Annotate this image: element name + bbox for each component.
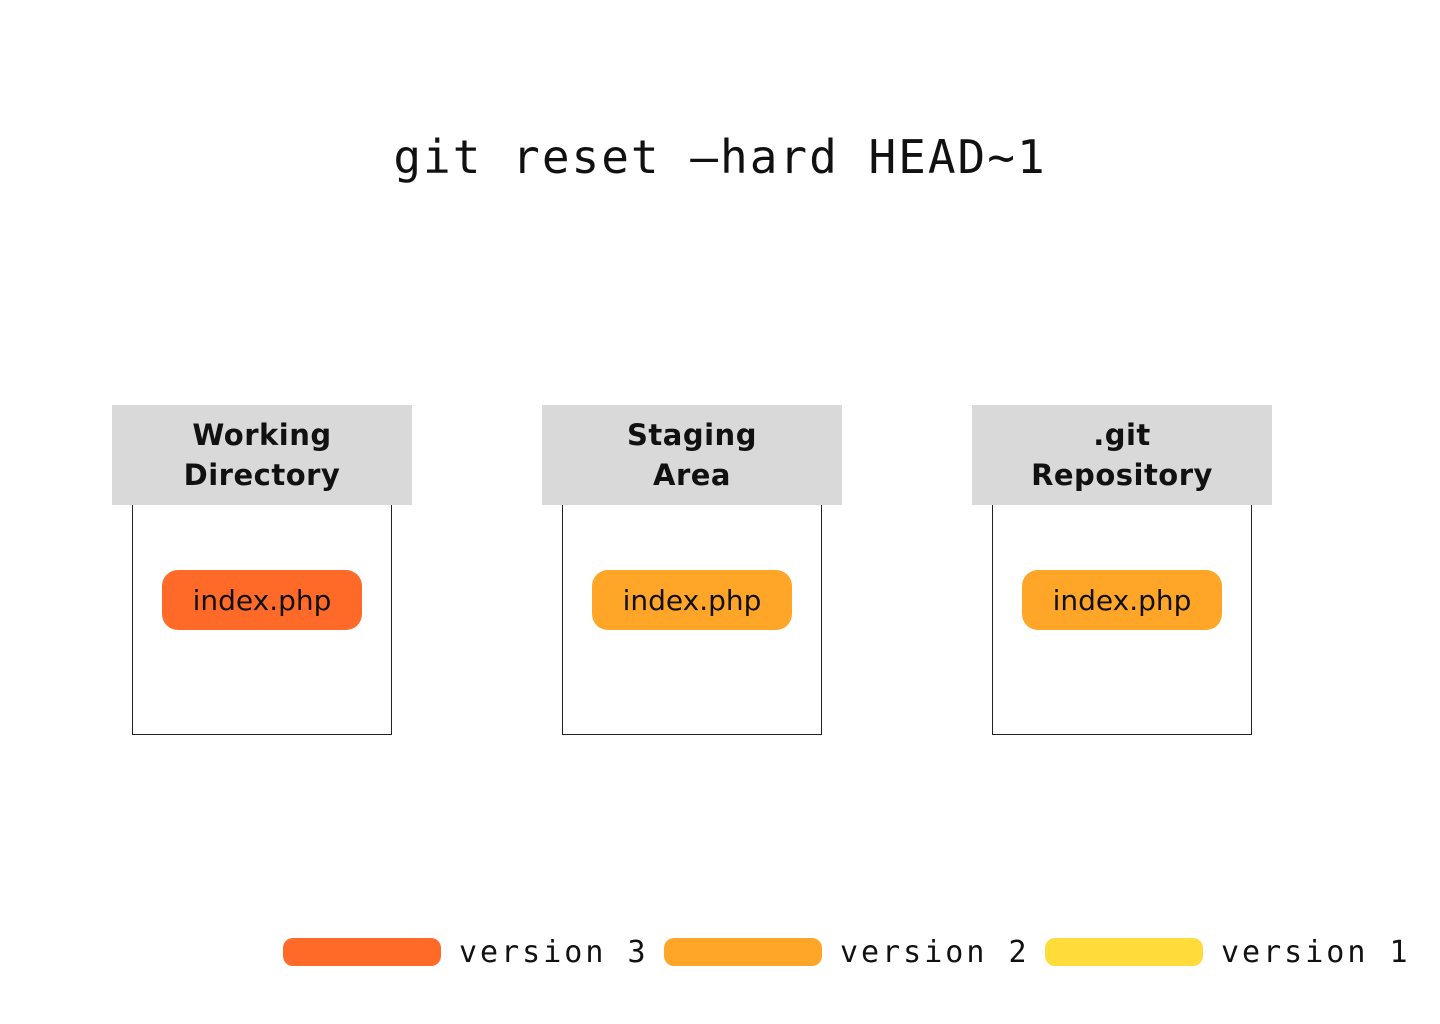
file-chip-staging-area: index.php	[592, 570, 792, 630]
legend-swatch-version-2	[664, 938, 822, 966]
legend-label-version-2: version 2	[840, 935, 1030, 970]
legend-label-version-1: version 1	[1221, 935, 1411, 970]
area-header-staging-area: Staging Area	[542, 405, 842, 505]
file-chip-git-repository: index.php	[1022, 570, 1222, 630]
area-container-working-directory	[132, 505, 392, 735]
area-container-git-repository	[992, 505, 1252, 735]
legend-swatch-version-3	[283, 938, 441, 966]
legend-label-version-3: version 3	[459, 935, 649, 970]
area-container-staging-area	[562, 505, 822, 735]
area-working-directory: Working Directory index.php	[112, 405, 412, 735]
area-git-repository: .git Repository index.php	[972, 405, 1272, 735]
command-title: git reset —hard HEAD~1	[393, 130, 1047, 184]
area-staging-area: Staging Area index.php	[542, 405, 842, 735]
file-chip-working-directory: index.php	[162, 570, 362, 630]
legend-swatch-version-1	[1045, 938, 1203, 966]
area-header-working-directory: Working Directory	[112, 405, 412, 505]
area-header-git-repository: .git Repository	[972, 405, 1272, 505]
